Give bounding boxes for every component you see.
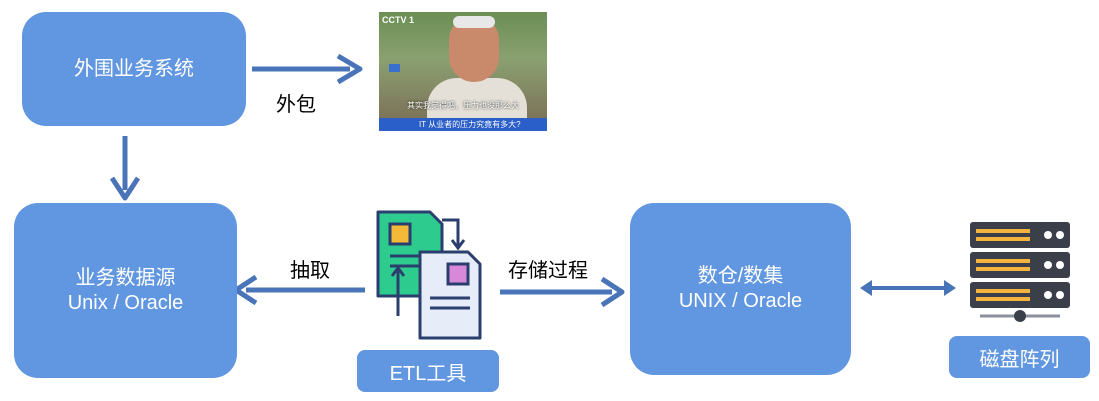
etl-tool-label-text: ETL工具 <box>389 362 467 385</box>
node-business-source-line1: 业务数据源 <box>75 266 176 289</box>
news-photo-face <box>449 18 499 82</box>
server-unit-2 <box>970 252 1070 278</box>
news-photo-ticker: IT 从业者的压力究竟有多大? <box>379 118 547 131</box>
node-business-source-line2: Unix / Oracle <box>67 291 184 314</box>
etl-document-icon <box>376 210 482 340</box>
node-external-system-label: 外围业务系统 <box>74 57 194 80</box>
node-warehouse[interactable]: 数仓/数集 UNIX / Oracle <box>630 203 851 375</box>
arrow-outsource <box>252 53 363 85</box>
news-photo: CCTV 1 其实我觉得吧，压力也没那么大 IT 从业者的压力究竟有多大? <box>379 12 547 131</box>
server-rack-icon <box>970 222 1070 322</box>
news-photo-hair <box>453 16 495 28</box>
arrow-bidirectional-disk <box>860 280 956 296</box>
node-warehouse-line2: UNIX / Oracle <box>678 290 803 312</box>
edge-label-extract: 抽取 <box>290 260 330 282</box>
news-photo-subtitle: 其实我觉得吧，压力也没那么大 <box>407 101 519 110</box>
server-unit-1 <box>970 222 1070 248</box>
etl-tool-label[interactable]: ETL工具 <box>357 350 499 392</box>
node-external-system[interactable]: 外围业务系统 <box>22 12 246 126</box>
news-photo-nametag <box>389 64 401 72</box>
server-unit-3 <box>970 282 1070 308</box>
arrow-stored-procedure <box>500 276 625 308</box>
disk-array-label-text: 磁盘阵列 <box>979 348 1060 371</box>
node-warehouse-line1: 数仓/数集 <box>697 265 784 287</box>
node-business-source[interactable]: 业务数据源 Unix / Oracle <box>14 203 237 378</box>
disk-array-label[interactable]: 磁盘阵列 <box>949 336 1090 378</box>
edge-label-outsource: 外包 <box>276 94 316 116</box>
edge-label-stored-procedure: 存储过程 <box>508 260 588 282</box>
arrow-down-to-source <box>109 136 141 201</box>
cctv-logo: CCTV 1 <box>382 15 415 25</box>
